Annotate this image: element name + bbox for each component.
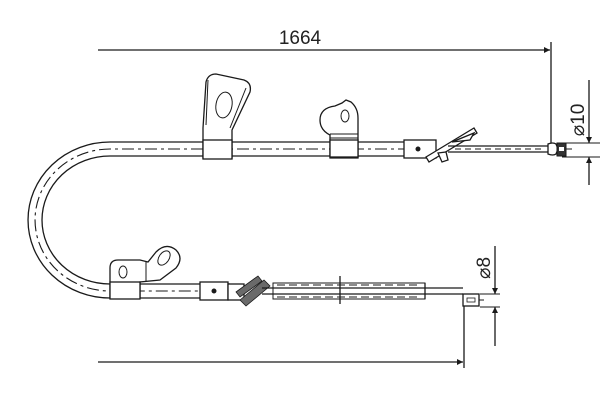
- lower-sleeve-end: [199, 275, 271, 307]
- diameter-8-label: ⌀8: [474, 257, 495, 279]
- diameter-10-label: ⌀10: [568, 104, 589, 137]
- upper-inner-cable: [448, 145, 548, 153]
- diameter-8-dimension: ⌀8: [474, 246, 500, 346]
- lower-length-dimension: [98, 300, 465, 368]
- upper-sleeve-end: [403, 127, 478, 163]
- upper-mounting-bracket: [202, 73, 252, 160]
- cable-loop: [27, 141, 410, 299]
- diameter-10-dimension: ⌀10: [562, 80, 600, 185]
- lower-mounting-bracket: [109, 245, 181, 300]
- lower-end-fitting: [462, 293, 484, 307]
- lower-inner-cable: [262, 276, 463, 304]
- length-label: 1664: [279, 28, 322, 49]
- upper-clip: [319, 99, 359, 159]
- upper-end-fitting: [547, 142, 572, 157]
- length-dimension: 1664: [98, 28, 552, 145]
